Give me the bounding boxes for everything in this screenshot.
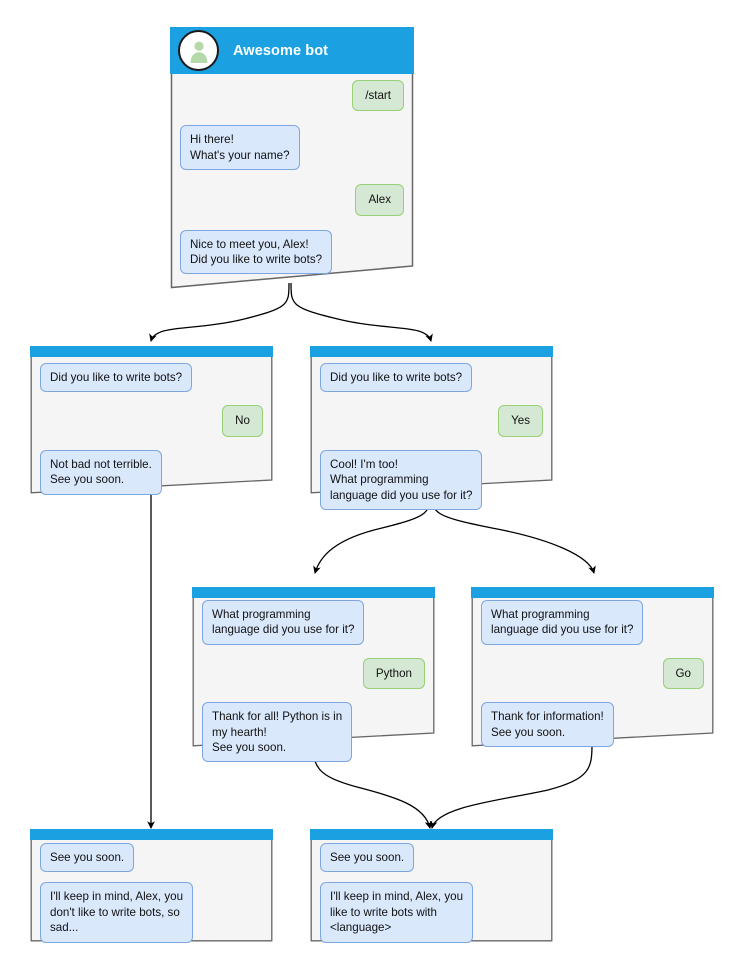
message-row: I'll keep in mind, Alex, you don't like … <box>40 882 263 943</box>
bot-message-bubble: Thank for information! See you soon. <box>481 702 614 748</box>
card-root-header: Awesome bot <box>170 27 414 74</box>
card-root[interactable]: Awesome bot /start Hi there! What's your … <box>170 27 414 289</box>
message-row: Thank for information! See you soon. <box>481 702 704 748</box>
card-end-yes-chat: See you soon. I'll keep in mind, Alex, yo… <box>310 843 553 943</box>
card-python-chat: What programming language did you use fo… <box>192 600 435 763</box>
card-end-yes[interactable]: See you soon. I'll keep in mind, Alex, yo… <box>310 829 553 943</box>
bot-message-bubble: Nice to meet you, Alex! Did you like to … <box>180 229 333 275</box>
message-row: See you soon. <box>40 843 263 873</box>
message-row: Hi there! What's your name? <box>180 125 404 171</box>
message-row: Thank for all! Python is in my hearth! S… <box>202 702 425 763</box>
bot-message-bubble: What programming language did you use fo… <box>202 600 365 645</box>
user-message-bubble: Yes <box>498 405 543 437</box>
edge-go-to-end <box>429 744 593 830</box>
card-end-no-chat: See you soon. I'll keep in mind, Alex, yo… <box>30 843 273 943</box>
person-icon <box>190 41 207 63</box>
avatar <box>178 30 219 71</box>
edge-root-to-yes <box>290 282 433 342</box>
message-row: Alex <box>180 184 404 216</box>
user-message-bubble: Python <box>362 657 425 690</box>
message-row: See you soon. <box>320 843 543 873</box>
message-row: Cool! I'm too! What programming language… <box>320 449 543 511</box>
message-row: /start <box>180 80 404 112</box>
bot-message-bubble: Thank for all! Python is in my hearth! S… <box>202 702 353 763</box>
user-message-bubble: /start <box>352 80 404 112</box>
card-yes-header <box>310 346 553 357</box>
message-row: Python <box>202 657 425 690</box>
bot-message-bubble: I'll keep in mind, Alex, you like to wri… <box>320 882 474 943</box>
message-row: I'll keep in mind, Alex, you like to wri… <box>320 882 543 943</box>
card-end-yes-header <box>310 829 553 840</box>
message-row: Go <box>481 657 704 690</box>
bot-message-bubble: Not bad not terrible. See you soon. <box>40 449 162 495</box>
message-row: No <box>40 405 263 437</box>
message-row: Nice to meet you, Alex! Did you like to … <box>180 229 404 275</box>
card-go-header <box>471 587 714 598</box>
user-message-bubble: No <box>222 405 263 437</box>
bot-message-bubble: What programming language did you use fo… <box>481 600 644 645</box>
card-no-header <box>30 346 273 357</box>
card-end-no[interactable]: See you soon. I'll keep in mind, Alex, yo… <box>30 829 273 943</box>
edge-root-to-no <box>149 282 290 342</box>
bot-message-bubble: I'll keep in mind, Alex, you don't like … <box>40 882 194 943</box>
card-end-no-header <box>30 829 273 840</box>
bot-message-bubble: See you soon. <box>40 843 135 873</box>
bot-message-bubble: See you soon. <box>320 843 415 873</box>
card-python-header <box>192 587 435 598</box>
bot-message-bubble: Did you like to write bots? <box>320 363 473 393</box>
bot-message-bubble: Did you like to write bots? <box>40 363 193 393</box>
message-row: Did you like to write bots? <box>320 363 543 393</box>
user-message-bubble: Alex <box>355 184 404 216</box>
bot-message-bubble: Hi there! What's your name? <box>180 125 300 171</box>
message-row: Did you like to write bots? <box>40 363 263 393</box>
card-go-chat: What programming language did you use fo… <box>471 600 714 748</box>
user-message-bubble: Go <box>662 657 704 690</box>
message-row: What programming language did you use fo… <box>481 600 704 645</box>
card-python-branch[interactable]: What programming language did you use fo… <box>192 587 435 763</box>
card-go-branch[interactable]: What programming language did you use fo… <box>471 587 714 748</box>
message-row: Not bad not terrible. See you soon. <box>40 449 263 495</box>
bot-message-bubble: Cool! I'm too! What programming language… <box>320 449 483 511</box>
message-row: What programming language did you use fo… <box>202 600 425 645</box>
card-root-title: Awesome bot <box>233 42 329 59</box>
message-row: Yes <box>320 405 543 437</box>
